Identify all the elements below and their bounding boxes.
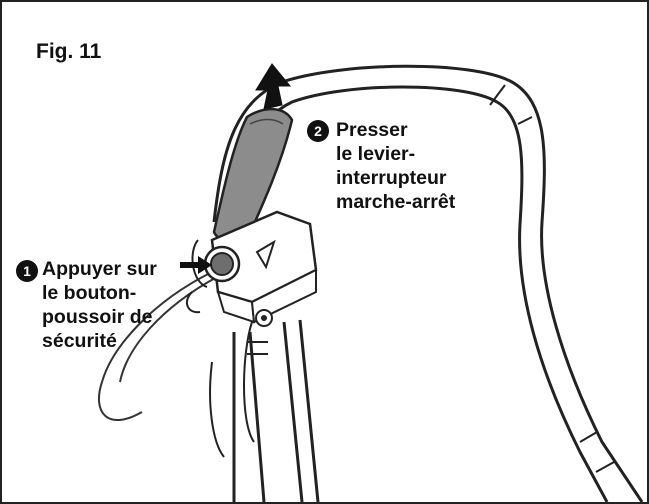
callout-1-line-4: sécurité xyxy=(42,329,157,353)
callout-2-line-1: Presser xyxy=(336,118,455,142)
callout-2-line-2: le levier- xyxy=(336,142,455,166)
step-2-number: 2 xyxy=(307,120,329,142)
callout-1-line-3: poussoir de xyxy=(42,305,157,329)
step-1-number: 1 xyxy=(16,260,38,282)
callout-1-line-1: Appuyer sur xyxy=(42,257,157,281)
callout-switch-lever: Presser le levier- interrupteur marche-a… xyxy=(336,118,455,214)
callout-2-line-3: interrupteur xyxy=(336,166,455,190)
callout-1-line-2: le bouton- xyxy=(42,281,157,305)
callout-safety-button: Appuyer sur le bouton- poussoir de sécur… xyxy=(42,257,157,353)
callout-2-line-4: marche-arrêt xyxy=(336,190,455,214)
up-arrow-icon xyxy=(256,64,290,109)
figure-title: Fig. 11 xyxy=(36,40,101,64)
